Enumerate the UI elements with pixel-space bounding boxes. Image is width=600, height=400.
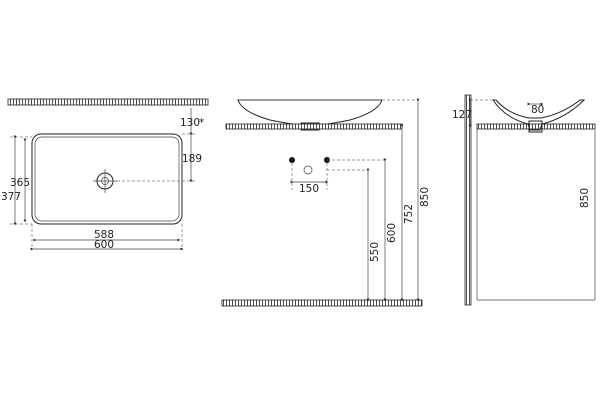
front-view: 150 550 600 752 850 — [221, 98, 431, 307]
floor-front — [221, 299, 423, 307]
tap-point-left-icon — [289, 157, 295, 163]
basin-front-profile — [237, 99, 383, 127]
dim-height-taps: 600 — [386, 223, 398, 243]
dim-height-total-front: 850 — [419, 187, 431, 207]
dim-tap-spacing: 150 — [299, 183, 319, 195]
countertop-front — [225, 123, 403, 130]
side-view: 80 127 850 — [452, 94, 596, 306]
top-view: 130 * 189 365 377 588 600 — [1, 98, 209, 251]
drain-waste-side — [528, 120, 543, 133]
dim-height-rim: 752 — [403, 204, 415, 224]
basin-side-section — [492, 99, 586, 131]
dim-edge-offset: 130 — [180, 117, 200, 129]
dim-outer-depth: 377 — [1, 191, 21, 203]
dim-outer-width: 600 — [94, 239, 114, 251]
wall-side — [464, 94, 472, 306]
dim-bowl-height: 127 — [452, 109, 472, 121]
dim-drain-width: 80 — [531, 104, 544, 116]
dim-height-total-side: 850 — [579, 188, 591, 208]
countertop-side — [476, 123, 596, 130]
dim-edge-offset-marker: * — [199, 117, 204, 129]
waste-point-icon — [303, 165, 313, 175]
dim-height-drain: 550 — [369, 242, 381, 262]
basin-outline-outer — [31, 133, 183, 225]
dim-drain-offset: 189 — [182, 153, 202, 165]
dim-inner-depth: 365 — [10, 177, 30, 189]
dim-inner-width: 588 — [94, 229, 114, 241]
basin-outline-inner — [34, 136, 180, 222]
countertop-top-view — [7, 98, 209, 106]
